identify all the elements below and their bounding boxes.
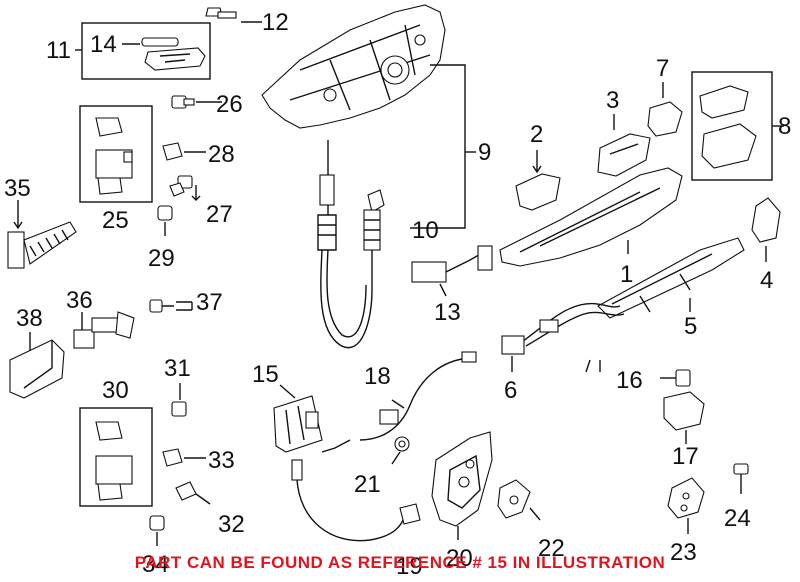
label-2: 2 (530, 121, 543, 148)
part-15-lock (273, 384, 323, 453)
label-34: 34 (142, 551, 169, 578)
part-8-cover-kit (691, 71, 784, 181)
label-37: 37 (196, 289, 223, 316)
part-32-bolt (175, 481, 211, 505)
label-26: 26 (216, 91, 243, 118)
part-36-striker (73, 311, 135, 349)
part-7-clip (647, 82, 683, 137)
part-17-seal (663, 391, 705, 444)
part-27-bolt (169, 175, 201, 201)
label-3: 3 (606, 87, 619, 114)
label-12: 12 (262, 9, 289, 36)
part-2-handle-cap (515, 150, 561, 211)
label-22: 22 (538, 535, 565, 562)
part-9-bracket (410, 64, 476, 229)
label-29: 29 (148, 245, 175, 272)
part-38-cover (9, 332, 65, 399)
label-32: 32 (218, 511, 245, 538)
part-11-14-inner-handle (75, 22, 211, 80)
label-16: 16 (616, 367, 643, 394)
label-36: 36 (66, 287, 93, 314)
part-9-handle-carrier (261, 4, 446, 129)
part-20-lock-plate (431, 431, 493, 540)
label-20: 20 (446, 545, 473, 572)
part-13-connector (411, 245, 493, 297)
part-10-cables (317, 140, 385, 349)
label-31: 31 (164, 355, 191, 382)
part-4-cap (751, 197, 781, 262)
reference-notice: PART CAN BE FOUND AS REFERENCE # 15 IN I… (134, 553, 666, 572)
label-30: 30 (102, 377, 129, 404)
label-8: 8 (778, 113, 791, 140)
label-38: 38 (16, 305, 43, 332)
part-19-cable (291, 459, 421, 542)
label-4: 4 (760, 267, 773, 294)
label-11: 11 (46, 37, 71, 64)
label-24: 24 (724, 505, 751, 532)
label-13: 13 (434, 299, 461, 326)
part-1-outer-handle (499, 167, 683, 267)
label-18: 18 (364, 363, 391, 390)
part-33-nut (162, 448, 206, 467)
label-5: 5 (684, 313, 697, 340)
part-5-bezel (597, 237, 745, 319)
part-31-bolt (171, 383, 187, 417)
label-9: 9 (478, 139, 491, 166)
label-10: 10 (412, 217, 439, 244)
part-28-nut (162, 142, 206, 161)
label-33: 33 (208, 447, 235, 474)
label-14: 14 (90, 31, 117, 58)
part-30-hinge (79, 407, 153, 507)
label-35: 35 (4, 175, 31, 202)
part-16-screw (660, 369, 691, 387)
label-19: 19 (396, 553, 423, 580)
label-7: 7 (656, 55, 669, 82)
part-26-screw (171, 95, 222, 109)
part-35-check-strap (7, 200, 77, 269)
part-37-screw (149, 299, 193, 313)
part-18-cable (321, 351, 477, 453)
label-21: 21 (354, 471, 381, 498)
leader-lines (585, 359, 601, 373)
label-1: 1 (620, 261, 633, 288)
label-15: 15 (252, 361, 279, 388)
part-24-screw (733, 463, 749, 494)
part-34-bushing (149, 515, 165, 546)
part-6-wiring (501, 302, 625, 372)
part-3-gasket (597, 114, 651, 177)
label-17: 17 (672, 443, 699, 470)
part-29-bushing (157, 205, 173, 236)
label-25: 25 (102, 207, 129, 234)
label-27: 27 (206, 201, 233, 228)
label-28: 28 (208, 141, 235, 168)
label-6: 6 (504, 377, 517, 404)
part-25-hinge (79, 105, 153, 203)
part-23-latch-plate (667, 477, 705, 534)
part-21-grommet (391, 436, 410, 465)
label-23: 23 (670, 539, 697, 566)
part-22-latch-bracket (497, 479, 541, 521)
part-12-screw (205, 7, 262, 23)
